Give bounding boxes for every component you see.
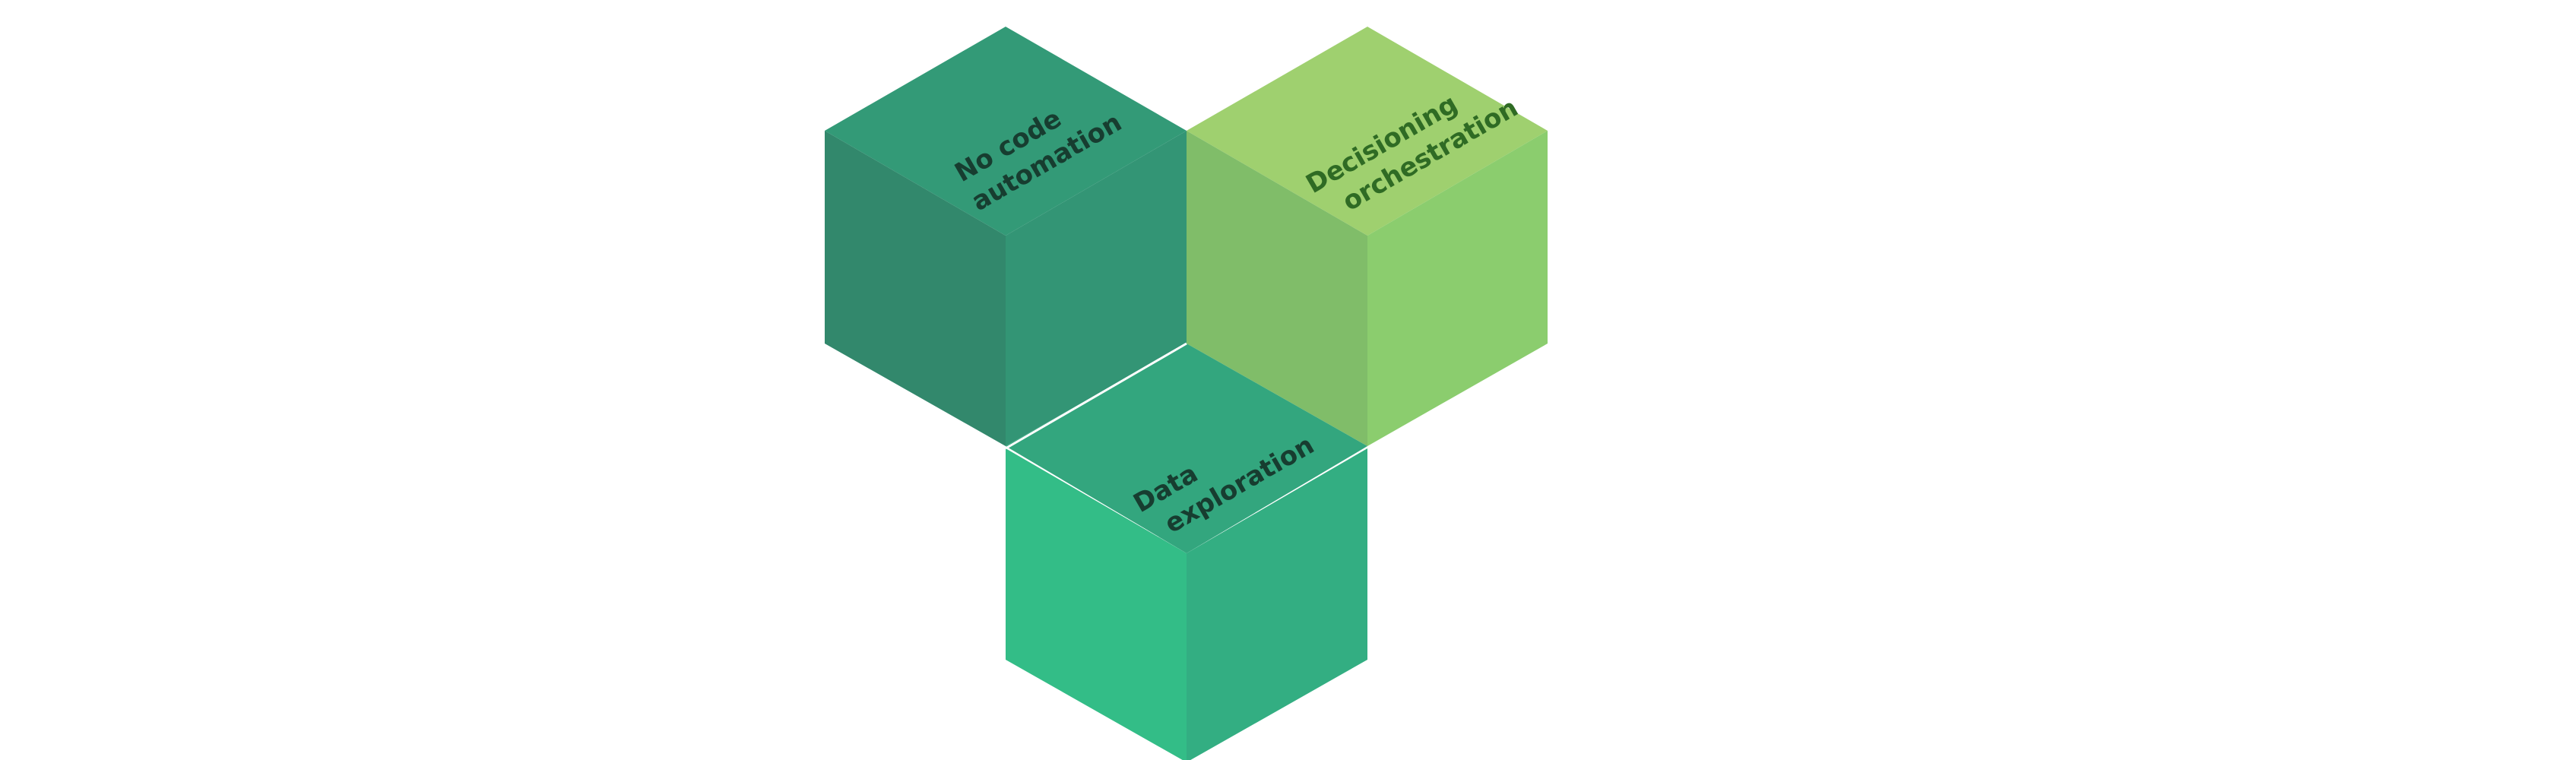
cube-left-face <box>1187 131 1367 446</box>
cube-decisioning-orchestration: Decisioning orchestration <box>1187 27 1548 446</box>
cube-edge-highlight <box>1005 342 1187 450</box>
cube-no-code-automation: No code automation <box>825 27 1187 446</box>
cube-right-face <box>1367 131 1548 446</box>
cube-left-face <box>825 131 1006 446</box>
cube-right-face <box>1187 448 1367 760</box>
cube-left-face <box>1006 448 1187 760</box>
cube-top-face <box>1187 27 1548 236</box>
cube-right-face <box>1006 131 1187 446</box>
cube-top-face <box>825 27 1187 236</box>
cube-data-exploration: Data exploration <box>1005 342 1367 760</box>
